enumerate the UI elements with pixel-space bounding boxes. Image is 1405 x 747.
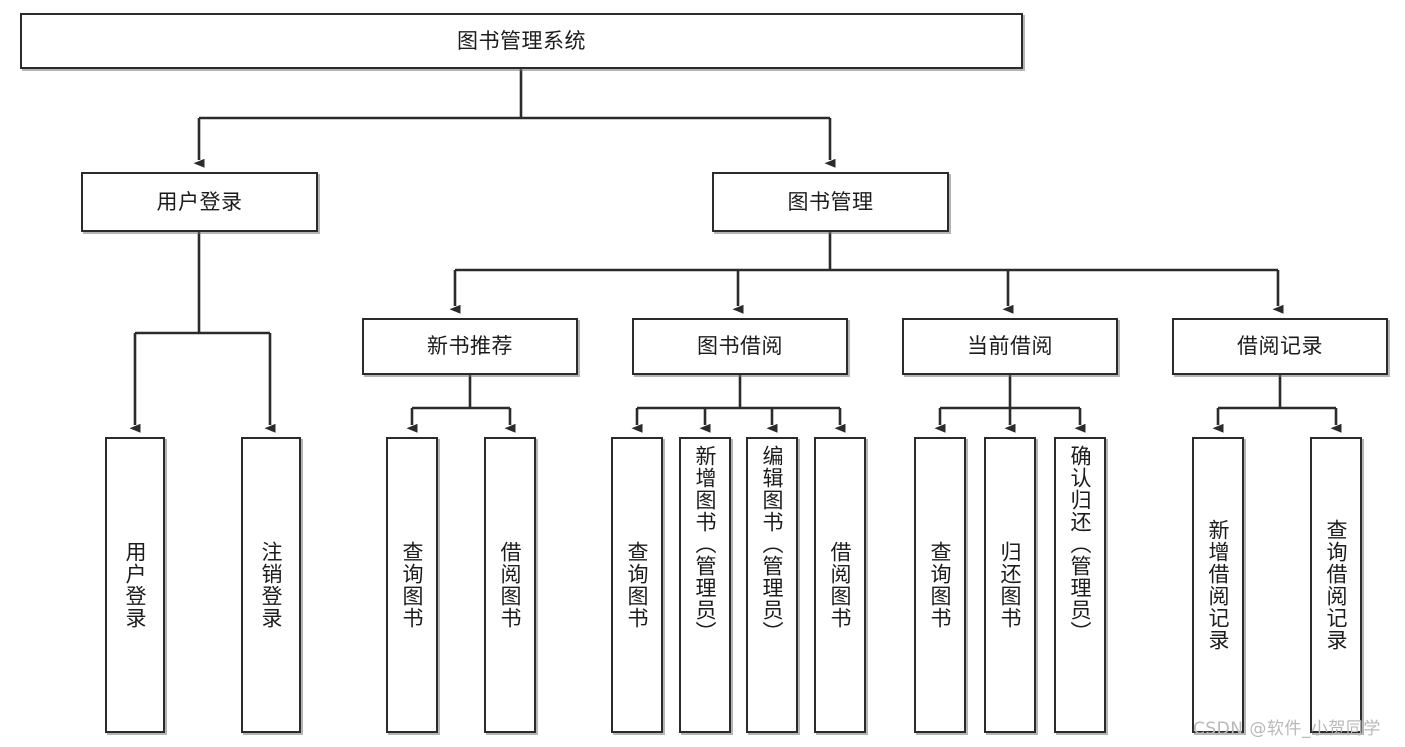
node-book-borrow-label: 图书借阅 <box>697 334 783 359</box>
node-leaf-user-login[interactable]: 用户登录 <box>105 437 165 733</box>
node-leaf-user-login-label: 用户登录 <box>123 541 148 629</box>
node-new-book-recommend-label: 新书推荐 <box>427 334 513 359</box>
node-current-borrow[interactable]: 当前借阅 <box>902 318 1118 375</box>
node-leaf-add-borrow-record-label: 新增借阅记录 <box>1206 519 1231 651</box>
node-leaf-confirm-return-admin-label: 确认归还（管理员） <box>1068 445 1093 643</box>
node-leaf-borrow-book-rec[interactable]: 借阅图书 <box>484 437 536 733</box>
node-leaf-query-book-rec-label: 查询图书 <box>400 541 425 629</box>
node-leaf-borrow-book-rec-label: 借阅图书 <box>498 541 523 629</box>
node-leaf-logout[interactable]: 注销登录 <box>241 437 301 733</box>
csdn-watermark: CSDN @软件_小贺同学 <box>1193 719 1381 739</box>
node-book-management[interactable]: 图书管理 <box>712 172 949 232</box>
node-borrow-records-label: 借阅记录 <box>1237 334 1323 359</box>
node-leaf-add-book-admin[interactable]: 新增图书（管理员） <box>679 437 731 733</box>
node-leaf-query-book-current-label: 查询图书 <box>928 541 953 629</box>
node-leaf-edit-book-admin-label: 编辑图书（管理员） <box>760 445 785 643</box>
node-new-book-recommend[interactable]: 新书推荐 <box>362 318 578 375</box>
node-leaf-borrow-book[interactable]: 借阅图书 <box>814 437 866 733</box>
node-leaf-edit-book-admin[interactable]: 编辑图书（管理员） <box>746 437 798 733</box>
node-leaf-query-book-rec[interactable]: 查询图书 <box>386 437 438 733</box>
node-leaf-logout-label: 注销登录 <box>259 541 284 629</box>
node-book-borrow[interactable]: 图书借阅 <box>632 318 848 375</box>
node-leaf-query-borrow-record-label: 查询借阅记录 <box>1324 519 1349 651</box>
node-leaf-add-book-admin-label: 新增图书（管理员） <box>693 445 718 643</box>
node-borrow-records[interactable]: 借阅记录 <box>1172 318 1388 375</box>
node-leaf-borrow-book-label: 借阅图书 <box>828 541 853 629</box>
node-user-login[interactable]: 用户登录 <box>81 172 318 232</box>
node-leaf-return-book[interactable]: 归还图书 <box>984 437 1036 733</box>
node-leaf-query-book-current[interactable]: 查询图书 <box>914 437 966 733</box>
node-root[interactable]: 图书管理系统 <box>20 13 1023 69</box>
node-user-login-label: 用户登录 <box>156 189 243 214</box>
node-leaf-add-borrow-record[interactable]: 新增借阅记录 <box>1192 437 1244 733</box>
node-leaf-return-book-label: 归还图书 <box>998 541 1023 629</box>
node-leaf-query-borrow-record[interactable]: 查询借阅记录 <box>1310 437 1362 733</box>
node-leaf-query-book-borrow-label: 查询图书 <box>625 541 650 629</box>
node-book-management-label: 图书管理 <box>787 189 874 214</box>
node-root-label: 图书管理系统 <box>457 28 586 53</box>
node-leaf-query-book-borrow[interactable]: 查询图书 <box>611 437 663 733</box>
node-current-borrow-label: 当前借阅 <box>967 334 1053 359</box>
node-leaf-confirm-return-admin[interactable]: 确认归还（管理员） <box>1054 437 1106 733</box>
